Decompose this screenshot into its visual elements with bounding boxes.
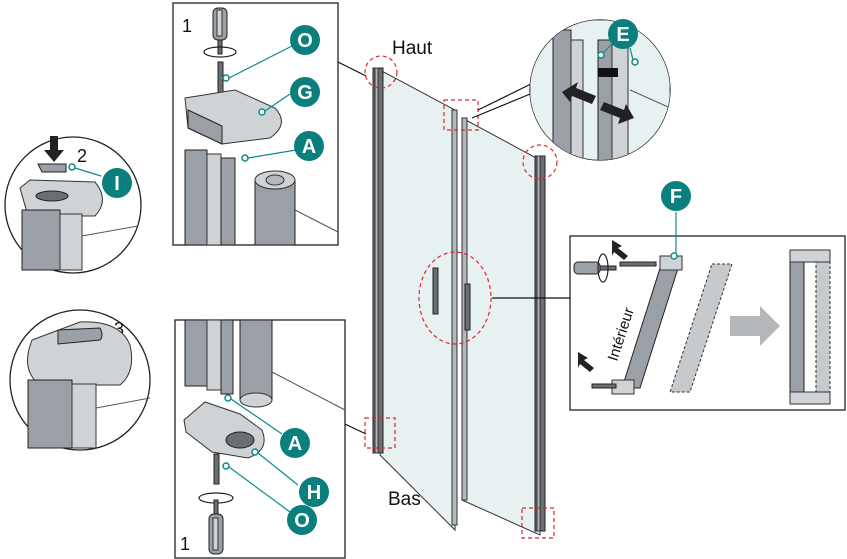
seal-arrow-left-icon: [562, 82, 596, 104]
closed-cap-part: [27, 321, 133, 386]
step-number-1-bottom: 1: [180, 534, 190, 554]
highlight-bottom-right: [521, 507, 555, 539]
bottom-label: Bas: [388, 489, 421, 510]
highlight-handle: [418, 251, 492, 345]
handle-arrow-top-icon: [612, 240, 628, 260]
top-hinge-detail-panel: 1: [172, 2, 339, 246]
badge-O-bottom: O: [287, 505, 317, 535]
badge-G: G: [290, 77, 320, 107]
highlight-top-right: [522, 144, 558, 180]
bottom-screw-icon: [213, 453, 220, 485]
svg-text:I: I: [114, 173, 120, 195]
step-number-3: 3: [114, 319, 124, 339]
handle-detail-panel: Intérieur: [569, 212, 846, 411]
svg-text:A: A: [288, 433, 302, 455]
hinge-cylinder: [254, 170, 296, 246]
badge-E: E: [608, 19, 638, 49]
rotate-arrow-icon: [203, 46, 237, 58]
handle-screw-bottom-icon: [591, 383, 617, 389]
badge-O-top: O: [290, 25, 320, 55]
shower-doors: [372, 67, 546, 536]
svg-text:O: O: [297, 30, 313, 52]
handle-bar-outside-part: [669, 263, 733, 393]
badge-A-top: A: [294, 131, 324, 161]
handle-screwdriver-icon: [573, 261, 601, 275]
svg-text:G: G: [297, 82, 313, 104]
svg-text:F: F: [670, 186, 682, 208]
assembled-handle-part: [789, 249, 831, 405]
svg-text:E: E: [616, 24, 629, 46]
top-label: Haut: [392, 38, 433, 59]
svg-text:A: A: [302, 136, 316, 158]
clip-part: [37, 163, 67, 173]
highlight-top-hinge: [364, 55, 398, 89]
seal-arrow-right-icon: [600, 102, 634, 124]
wall-profile-part: [184, 149, 236, 246]
step-3-detail: 3: [9, 309, 151, 451]
badge-F: F: [661, 181, 691, 211]
press-down-arrow-icon: [44, 136, 64, 162]
seal-detail: [529, 19, 671, 161]
step-number-1-top: 1: [182, 16, 192, 36]
handle-right: [464, 283, 471, 331]
badge-I: I: [102, 168, 132, 198]
svg-text:H: H: [307, 482, 321, 504]
left-glass-panel: [379, 69, 456, 532]
badge-H: H: [299, 477, 329, 507]
handle-arrow-bottom-icon: [578, 352, 594, 372]
step-2-detail: 2: [4, 136, 142, 274]
badge-A-bottom: A: [280, 428, 310, 458]
handle-screw-top-icon: [619, 261, 657, 267]
right-glass-panel: [461, 117, 541, 536]
svg-text:O: O: [294, 510, 310, 532]
handle-left: [432, 267, 439, 315]
bottom-hinge-detail-panel: 1: [174, 319, 346, 559]
step-number-2: 2: [77, 146, 87, 166]
result-arrow-icon: [730, 306, 780, 346]
